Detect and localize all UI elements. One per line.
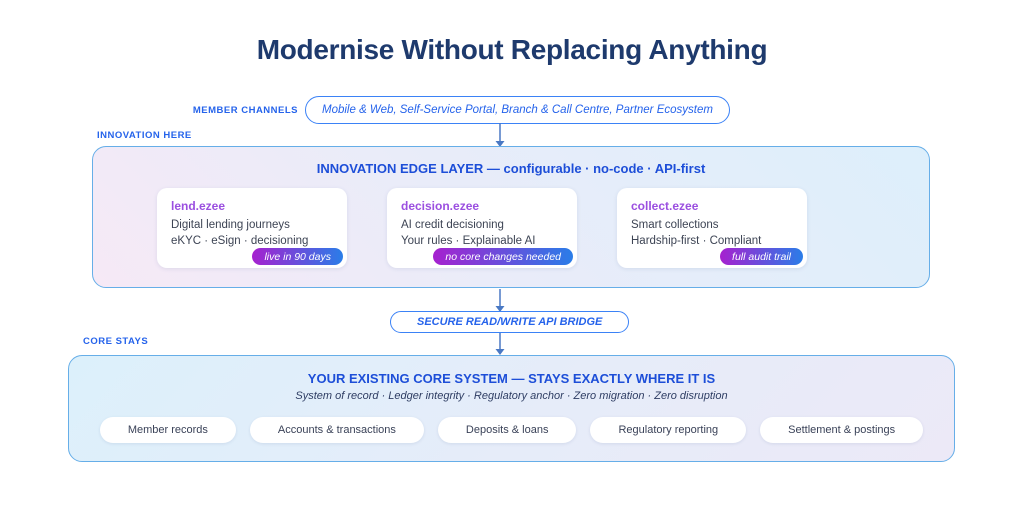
product-description-line: AI credit decisioning (401, 219, 504, 231)
down-arrow-icon (495, 123, 505, 147)
product-badge: live in 90 days (252, 248, 343, 265)
core-system-subtitle: System of record · Ledger integrity · Re… (295, 390, 728, 402)
capability-pill-accounts-transactions: Accounts & transactions (249, 417, 424, 443)
product-description-line: Your rules · Explainable AI (401, 234, 536, 247)
card-body: decision.ezee AI credit decisioning Your… (387, 188, 577, 250)
capability-pill-regulatory-reporting: Regulatory reporting (590, 417, 747, 443)
product-description-line: Smart collections (631, 219, 719, 231)
product-description-line: eKYC · eSign · decisioning (171, 234, 309, 247)
core-section-label: CORE STAYS (83, 336, 149, 347)
api-bridge-pill: SECURE READ/WRITE API BRIDGE (390, 311, 630, 333)
innovation-section-label: INNOVATION HERE (97, 130, 192, 141)
page-title: Modernise Without Replacing Anything (256, 34, 768, 65)
core-system-title: YOUR EXISTING CORE SYSTEM — STAYS EXACTL… (307, 371, 716, 386)
card-body: collect.ezee Smart collections Hardship-… (617, 188, 807, 250)
card-lend-ezee: lend.ezee Digital lending journeys eKYC … (157, 188, 347, 268)
down-arrow-icon (495, 289, 505, 312)
card-decision-ezee: decision.ezee AI credit decisioning Your… (387, 188, 577, 268)
card-body: lend.ezee Digital lending journeys eKYC … (157, 188, 347, 250)
product-name: decision.ezee (401, 199, 480, 213)
card-collect-ezee: collect.ezee Smart collections Hardship-… (617, 188, 807, 268)
product-name: lend.ezee (171, 199, 226, 213)
product-cards-row: lend.ezee Digital lending journeys eKYC … (157, 188, 807, 268)
member-channels-label: MEMBER CHANNELS (192, 105, 298, 116)
innovation-edge-layer-box: INNOVATION EDGE LAYER — configurable · n… (92, 146, 930, 288)
innovation-edge-layer-title: INNOVATION EDGE LAYER — configurable · n… (316, 161, 706, 176)
capability-pill-settlement-postings: Settlement & postings (760, 417, 924, 443)
core-capabilities-row: Member records Accounts & transactions D… (69, 417, 954, 443)
product-description-line: Hardship-first · Compliant (631, 234, 762, 247)
capability-pill-deposits-loans: Deposits & loans (437, 417, 577, 443)
product-description-line: Digital lending journeys (171, 219, 290, 231)
product-badge: full audit trail (720, 248, 803, 265)
member-channels-pill: Mobile & Web, Self-Service Portal, Branc… (305, 96, 730, 124)
product-name: collect.ezee (631, 199, 699, 213)
product-badge: no core changes needed (433, 248, 573, 265)
capability-pill-member-records: Member records (99, 417, 236, 443)
down-arrow-icon (495, 333, 505, 355)
core-system-box: YOUR EXISTING CORE SYSTEM — STAYS EXACTL… (68, 355, 955, 462)
